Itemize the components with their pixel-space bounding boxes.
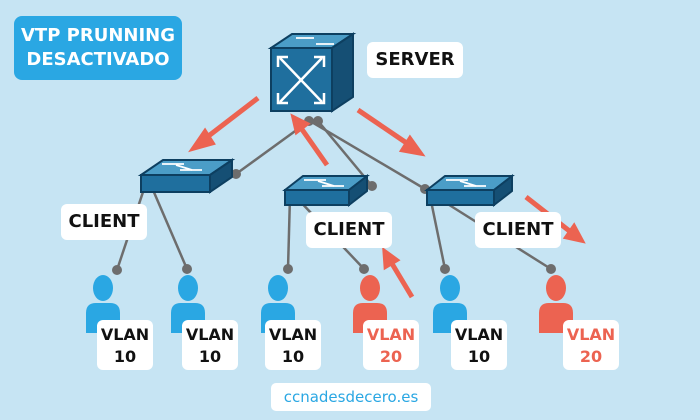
server-label: SERVER <box>367 42 463 78</box>
vlan-text: VLAN <box>100 325 150 344</box>
switch-right-icon <box>424 173 515 208</box>
vlan-number: 10 <box>113 347 137 366</box>
title-line-2: DESACTIVADO <box>26 49 170 70</box>
footer-website-link[interactable]: ccnadesdecero.es <box>271 383 431 411</box>
link-right-host-5 <box>428 195 447 270</box>
client-label-middle: CLIENT <box>306 212 392 248</box>
vlan-number: 20 <box>579 347 603 366</box>
vlan-text: VLAN <box>566 325 616 344</box>
vlan-label-host-4: VLAN 20 <box>363 320 419 370</box>
vlan-label-host-5: VLAN 10 <box>451 320 507 370</box>
vlan-number: 10 <box>198 347 222 366</box>
vlan-propagation-arrows <box>188 96 586 299</box>
arrow-server-to-right <box>356 107 413 149</box>
link-left-host-2 <box>148 182 189 270</box>
vlan-text: VLAN <box>185 325 235 344</box>
vlan-text: VLAN <box>454 325 504 344</box>
vlan-number: 10 <box>467 347 491 366</box>
switch-left-icon <box>137 158 236 194</box>
switch-middle-icon <box>282 173 370 208</box>
vlan-label-host-3: VLAN 10 <box>265 320 321 370</box>
client-label-right: CLIENT <box>475 212 561 248</box>
link-mid-host-3 <box>286 195 292 270</box>
client-label-left: CLIENT <box>61 204 147 240</box>
server-switch-icon <box>267 32 357 113</box>
arrow-host4-to-middle <box>388 260 415 299</box>
arrow-server-to-left <box>200 96 260 143</box>
title-line-1: VTP PRUNNING <box>20 25 175 46</box>
title-badge: VTP PRUNNING DESACTIVADO <box>14 16 182 80</box>
vlan-label-host-1: VLAN 10 <box>97 320 153 370</box>
vlan-text: VLAN <box>366 325 416 344</box>
vlan-number: 20 <box>379 347 403 366</box>
vlan-label-host-6: VLAN 20 <box>563 320 619 370</box>
vlan-label-host-2: VLAN 10 <box>182 320 238 370</box>
vlan-text: VLAN <box>268 325 318 344</box>
arrow-middle-to-server <box>298 126 330 167</box>
vlan-number: 10 <box>281 347 305 366</box>
link-server-switch-right <box>309 119 426 191</box>
